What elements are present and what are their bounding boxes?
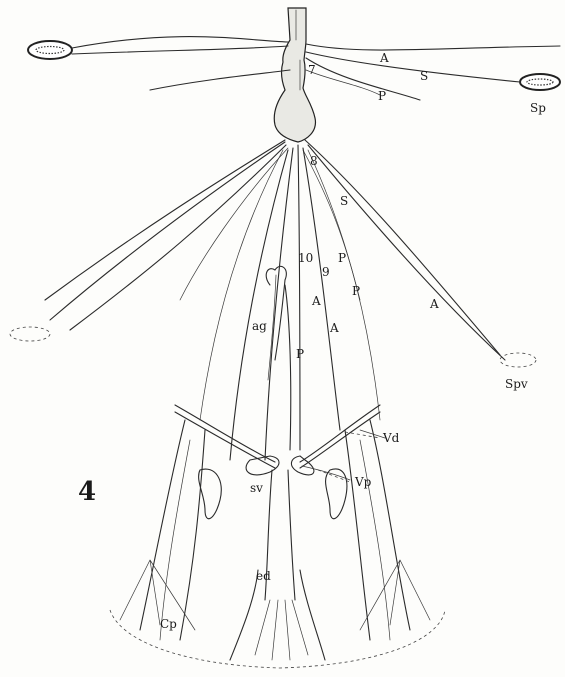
label-sv: sv xyxy=(250,481,263,495)
label-ag: ag xyxy=(252,319,267,333)
label-8: 8 xyxy=(310,154,318,168)
label-S-mid: S xyxy=(340,194,348,208)
label-10: 10 xyxy=(298,251,313,265)
lower-nerves xyxy=(120,420,430,640)
right-spiracle xyxy=(520,74,560,90)
label-S-top: S xyxy=(420,69,428,83)
left-spiracle xyxy=(28,41,72,59)
seminal-vesicles xyxy=(246,456,350,480)
label-A-top: A xyxy=(379,51,389,65)
label-Cp: Cp xyxy=(160,617,177,631)
label-A-right: A xyxy=(429,297,439,311)
label-Vp: Vp xyxy=(354,475,372,489)
segment-7-nerves xyxy=(72,37,560,100)
label-9: 9 xyxy=(322,265,330,279)
label-Spv: Spv xyxy=(505,377,528,391)
ejaculatory-duct xyxy=(230,470,325,660)
lateral-lobes xyxy=(199,469,347,519)
label-Sp: Sp xyxy=(530,101,546,115)
label-Vd: Vd xyxy=(382,431,400,445)
vas-deferens xyxy=(175,405,385,468)
label-P-mid2: P xyxy=(352,284,360,298)
label-A-mid1: A xyxy=(311,294,321,308)
label-P-top: P xyxy=(378,89,386,103)
left-lower-spiracle-outline xyxy=(10,327,50,341)
figure-number: 4 xyxy=(78,477,96,507)
label-A-mid2: A xyxy=(329,321,339,335)
label-P-center: P xyxy=(296,347,304,361)
label-P-mid: P xyxy=(338,251,346,265)
label-7: 7 xyxy=(308,63,316,77)
label-ed: ed xyxy=(256,569,271,583)
accessory-gland xyxy=(266,266,291,450)
